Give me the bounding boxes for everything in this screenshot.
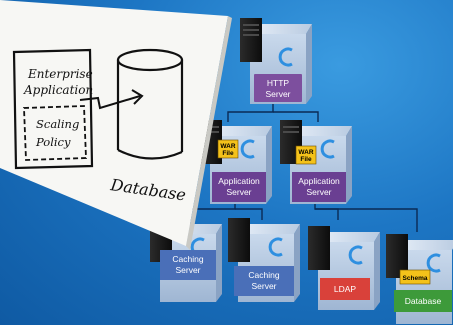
war-file-badge [295,145,317,165]
caching-server-1-label-line2: Server [175,265,200,275]
app-logo-icon [320,139,335,159]
ldap-node[interactable]: LDAP [308,226,380,310]
caching-server-2-label-line2: Server [251,281,276,291]
whiteboard-edge [186,16,232,250]
server-tower-icon [386,234,408,278]
database-node-label: Database [405,296,442,306]
database-label-box [394,290,452,312]
whiteboard-sketch: Enterprise Application Scaling Policy Da… [0,0,232,250]
http-server-label-box [254,74,302,102]
server-tower-icon [228,218,250,262]
application-server-2-label-line2: Server [306,187,331,197]
scaling-policy-box [23,105,87,161]
server-tower-icon [308,226,330,270]
war-file-badge [217,139,239,159]
app-logo-icon [348,245,363,265]
connector-http-app2 [273,111,319,122]
application-server-label-box [292,172,346,202]
application-server-node-2[interactable]: WAR File Application Server [280,120,352,204]
policy-label: Policy [35,135,71,149]
cube-top [250,24,312,34]
app-logo-icon [278,47,293,67]
ldap-label-box [320,278,370,300]
database-cylinder-bottom [117,149,183,160]
caching-server-2-label-line1: Caching [248,270,279,280]
app-logo-icon [268,237,283,257]
caching-server-label-box [234,266,294,296]
cube-side [306,24,312,104]
http-server-label-line2: Server [265,89,290,99]
ldap-label: LDAP [334,284,357,294]
war-badge-line2: File [222,150,234,157]
war-badge-line1: WAR [220,143,235,150]
war-badge-line2: File [300,156,312,163]
app-logo-icon [426,253,441,273]
database-node[interactable]: Schema Database [386,234,453,324]
connector-app1-cache2 [235,208,263,220]
http-server-node[interactable]: HTTP Server [240,18,312,104]
scaling-label: Scaling [36,117,79,131]
schema-badge [399,269,431,285]
application-server-label-box [212,172,266,202]
http-server-label-line1: HTTP [267,78,290,88]
caching-server-node-2[interactable]: Caching Server [228,218,300,302]
app-logo-icon [240,139,255,159]
caching-server-1-label-line1: Caching [172,254,203,264]
arrow-line [79,95,141,110]
war-badge-line1: WAR [298,149,313,156]
application-server-1-label-line1: Application [218,176,260,186]
caching-server-label-box [160,250,216,280]
arrow-head-icon [131,89,144,105]
application-server-1-label-line2: Server [226,187,251,197]
enterprise-application-box [12,48,94,170]
database-cylinder-sides [116,60,184,152]
application-label: Application [23,83,93,97]
connector-http-app1 [227,103,274,122]
whiteboard-paper [0,0,228,246]
connector-app2-database [315,208,418,232]
schema-badge-label: Schema [403,275,428,282]
application-server-2-label-line1: Application [298,176,340,186]
enterprise-label: Enterprise [27,67,93,81]
